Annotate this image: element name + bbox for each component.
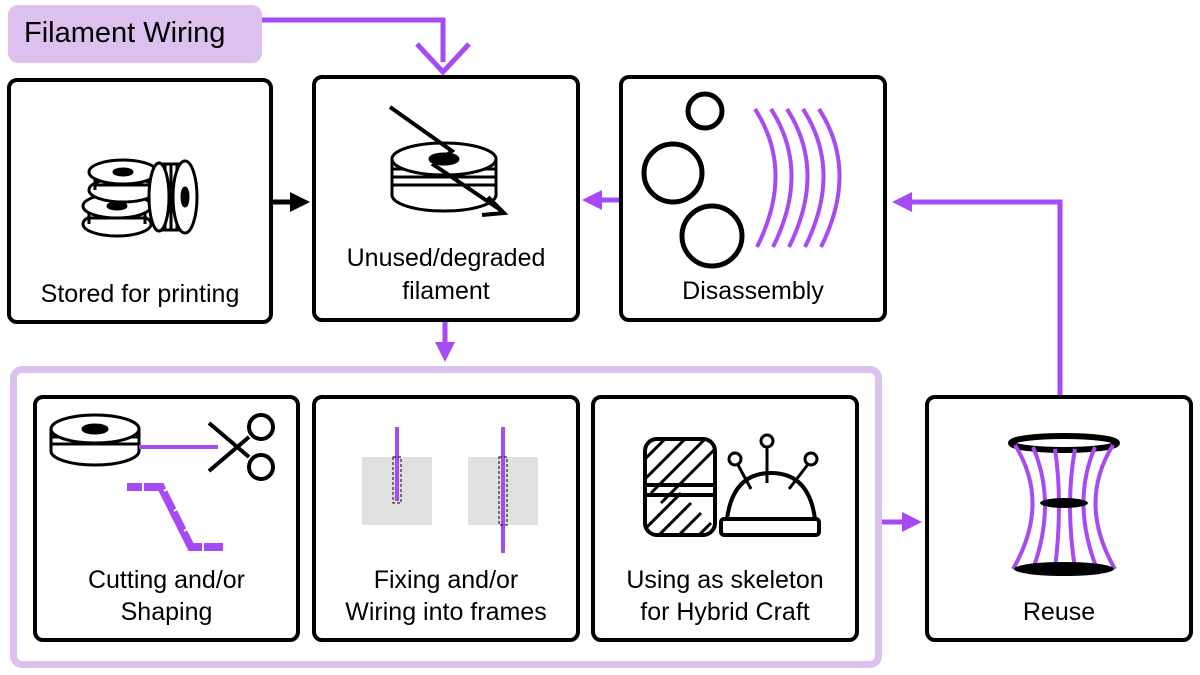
label-skeleton-1: Using as skeleton: [626, 566, 824, 594]
label-skeleton-2: for Hybrid Craft: [640, 598, 810, 626]
label-unused-2: filament: [402, 277, 490, 305]
label-stored: Stored for printing: [40, 280, 240, 308]
node-disassembly: Disassembly: [619, 75, 887, 322]
label-fixing-1: Fixing and/or: [373, 566, 519, 594]
reuse-frame-icon: [1008, 433, 1120, 576]
label-fixing-2: Wiring into frames: [345, 598, 547, 626]
process-group: [10, 366, 882, 668]
scissors-icon: [49, 413, 275, 551]
label-reuse: Reuse: [1022, 598, 1096, 626]
craft-icon: [643, 433, 821, 537]
node-unused: Unused/degraded filament: [312, 75, 580, 322]
label-cutting-1: Cutting and/or: [87, 566, 246, 594]
arrow-title-head: [415, 42, 471, 76]
diagram-title: Filament Wiring: [24, 17, 226, 49]
arrow-reuse-to-disassembly: [892, 192, 1063, 395]
filament-fix-icon: [362, 427, 538, 553]
arrow-title-to-unused: [262, 17, 446, 62]
node-skeleton: Using as skeleton for Hybrid Craft: [591, 395, 859, 642]
label-disassembly: Disassembly: [682, 277, 824, 305]
label-unused-1: Unused/degraded: [346, 244, 546, 272]
disassembly-icon: [641, 91, 842, 269]
broken-spool-icon: [388, 105, 509, 217]
label-cutting-2: Shaping: [120, 598, 213, 626]
spool-stack-icon: [81, 158, 199, 238]
title-tag: Filament Wiring: [8, 5, 262, 63]
node-cutting: Cutting and/or Shaping: [33, 395, 300, 642]
node-fixing: Fixing and/or Wiring into frames: [312, 395, 580, 642]
node-stored: Stored for printing: [7, 78, 273, 324]
node-reuse: Reuse: [925, 395, 1193, 642]
